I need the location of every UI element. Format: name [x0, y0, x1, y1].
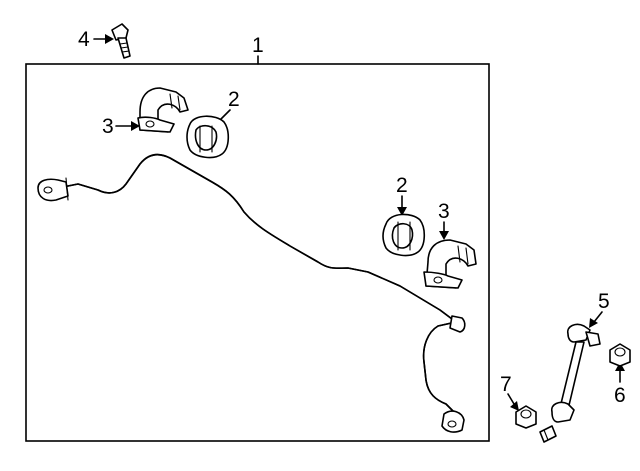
- callout-3-right[interactable]: 3: [438, 200, 450, 240]
- nut-7[interactable]: [515, 405, 537, 429]
- callout-4-label: 4: [78, 28, 90, 51]
- callout-6-label: 6: [614, 384, 626, 407]
- callout-1[interactable]: 1: [252, 34, 264, 65]
- callout-2-right[interactable]: 2: [396, 174, 408, 216]
- callout-7-label: 7: [500, 373, 512, 396]
- callout-5[interactable]: 5: [589, 290, 610, 328]
- bolt[interactable]: [111, 23, 131, 59]
- callout-1-label: 1: [252, 34, 264, 57]
- callout-7[interactable]: 7: [500, 373, 519, 411]
- bracket-right[interactable]: [423, 239, 477, 289]
- callout-2-left-label: 2: [228, 88, 240, 111]
- callout-4[interactable]: 4: [78, 28, 114, 51]
- callout-2-right-label: 2: [396, 174, 408, 197]
- callout-6[interactable]: 6: [614, 362, 626, 407]
- bushing-left[interactable]: [186, 115, 230, 159]
- bushing-right[interactable]: [382, 213, 426, 257]
- callout-3-left-label: 3: [102, 115, 114, 138]
- assembly-frame: [25, 63, 490, 442]
- bracket-left[interactable]: [137, 87, 189, 133]
- stabilizer-link[interactable]: [539, 323, 601, 443]
- stabilizer-bar[interactable]: [37, 153, 466, 433]
- callout-3-right-label: 3: [438, 200, 450, 223]
- callout-5-label: 5: [598, 290, 610, 313]
- callout-3-left[interactable]: 3: [102, 115, 140, 138]
- nut-6[interactable]: [609, 343, 631, 367]
